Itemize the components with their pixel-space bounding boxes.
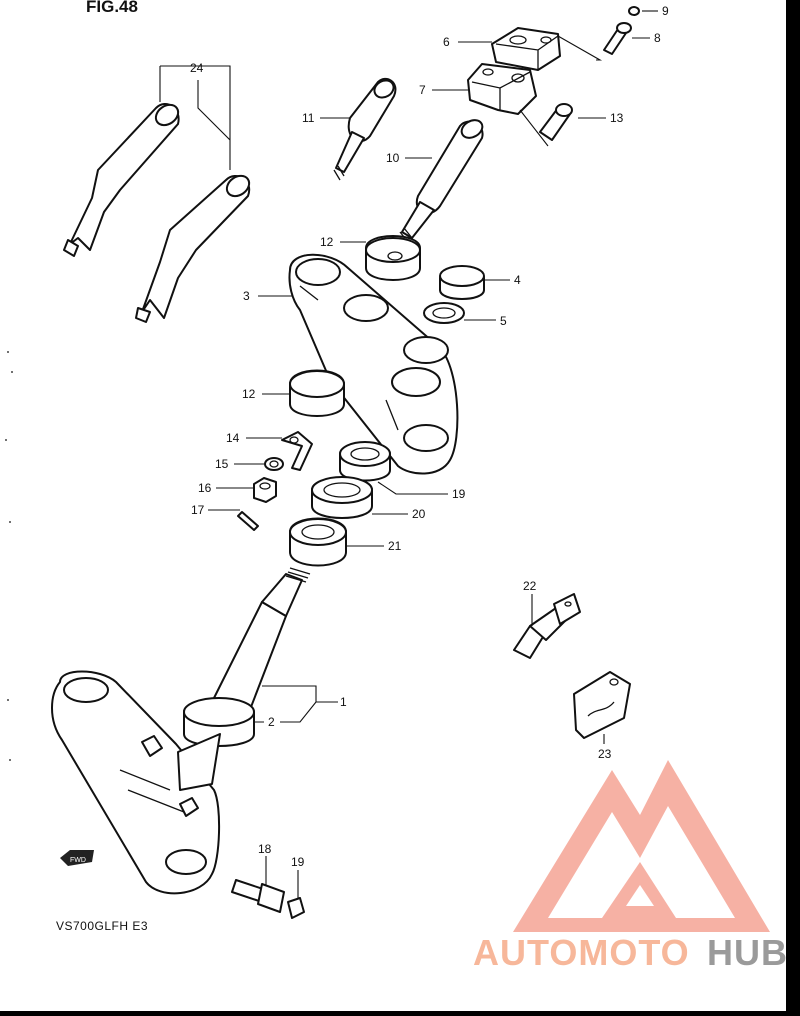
fwd-arrow-icon <box>60 850 94 866</box>
part-11-riser <box>333 77 397 181</box>
part-13-bolt <box>539 103 573 141</box>
callout-15: 15 <box>215 457 229 471</box>
part-19-cap-nut <box>287 897 305 919</box>
callout-18: 18 <box>258 842 272 856</box>
fwd-label: FWD <box>70 857 86 864</box>
callout-4: 4 <box>514 273 521 287</box>
part-21-dust-seal <box>311 476 373 519</box>
callout-19: 19 <box>291 855 305 869</box>
diagram-canvas: FIG.48 AUTOMOTO HUB 24 11 10 <box>5 0 787 973</box>
part-15-washer <box>264 457 284 471</box>
part-20-steering-nut <box>339 441 391 482</box>
part-17-cotter-pin <box>237 511 259 531</box>
part-12-cushion-lower <box>289 369 345 417</box>
callout-22: 21 <box>388 539 402 553</box>
callout-12b: 12 <box>242 387 256 401</box>
part-1-steering-stem <box>51 567 311 895</box>
callout-11: 11 <box>302 111 315 125</box>
callout-7: 7 <box>419 83 426 97</box>
callout-1: 1 <box>340 695 347 709</box>
part-3-upper-bracket <box>288 253 459 475</box>
callout-3: 3 <box>243 289 250 303</box>
callout-9: 9 <box>662 4 669 18</box>
callout-13: 13 <box>610 111 624 125</box>
callout-14: 14 <box>226 431 240 445</box>
callout-23: 22 <box>523 579 537 593</box>
callout-5: 5 <box>500 314 507 328</box>
scan-border-right <box>786 0 800 1016</box>
figure-title: FIG.48 <box>86 0 138 16</box>
part-14-lock-plate <box>281 431 313 471</box>
part-7-lower-clamp <box>467 63 537 115</box>
part-18-bolt <box>231 879 285 913</box>
part-22-bearing <box>289 517 347 567</box>
callout-25: 24 <box>190 61 204 75</box>
part-16-nut <box>253 477 277 503</box>
callout-24: 23 <box>598 747 612 761</box>
callout-20: 19 <box>452 487 466 501</box>
part-5-washer <box>423 302 465 324</box>
part-25-handlebars <box>63 65 251 323</box>
watermark-text-gray: HUB <box>707 932 786 973</box>
callout-21: 20 <box>412 507 426 521</box>
part-4-cap <box>439 265 485 300</box>
part-6-upper-clamp <box>491 27 561 71</box>
watermark-text-accent: AUTOMOTO <box>473 932 690 973</box>
callout-16: 16 <box>198 481 212 495</box>
watermark-logo <box>513 760 770 932</box>
model-code: VS700GLFH E3 <box>56 919 148 933</box>
callout-8: 8 <box>654 31 661 45</box>
callout-17: 17 <box>191 503 205 517</box>
callout-10: 10 <box>386 151 400 165</box>
scan-border-bottom <box>0 1011 800 1016</box>
part-8-bolt <box>603 22 632 55</box>
part-23-switch <box>513 593 581 659</box>
callout-6: 6 <box>443 35 450 49</box>
part-9-washer <box>628 6 640 16</box>
scan-specks <box>5 351 13 761</box>
part-10-riser <box>399 119 484 243</box>
callout-2: 2 <box>268 715 275 729</box>
part-12-cushion-upper <box>365 235 421 281</box>
callout-12a: 12 <box>320 235 334 249</box>
part-24-key <box>573 671 631 739</box>
